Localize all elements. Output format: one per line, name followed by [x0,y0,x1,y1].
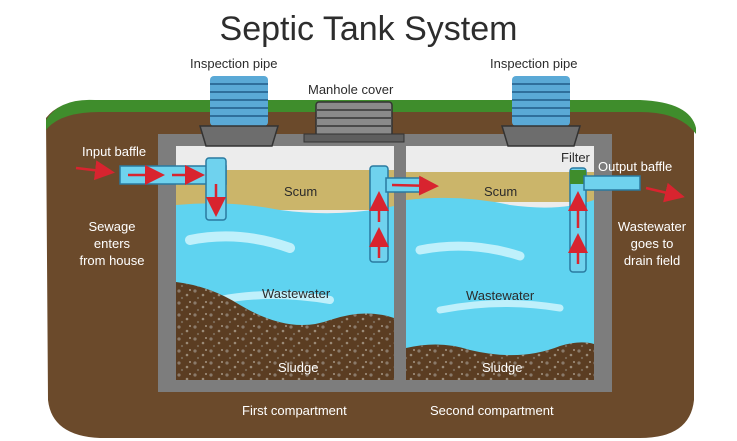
inspection-pipe-left [198,76,280,147]
label-second-compartment: Second compartment [430,403,554,418]
diagram-title: Septic Tank System [219,10,518,48]
label-wastewater-goes-line-2: goes to [630,236,674,251]
label-wastewater-left: Wastewater [262,286,331,301]
flow-arrows [75,160,685,264]
label-sludge-right: Sludge [482,360,523,375]
label-sludge-left: Sludge [278,360,319,375]
label-sewage-enters: Sewage enters from house [64,218,160,269]
label-sewage-line-3: from house [79,253,145,268]
label-input-baffle: Input baffle [82,144,147,159]
inspection-pipe-right [500,76,582,147]
label-sewage-line-1: Sewage [88,219,136,234]
label-scum-left: Scum [284,184,318,199]
label-wastewater-goes: Wastewater goes to drain field [604,218,700,269]
label-wastewater-right: Wastewater [466,288,535,303]
second-compartment-interior [406,146,594,380]
manhole-cover [303,101,405,143]
label-filter: Filter [561,150,590,165]
label-wastewater-goes-line-1: Wastewater [617,219,687,234]
arrow-inflow-1 [75,160,115,181]
label-inspection-pipe-left: Inspection pipe [190,56,278,71]
label-output-baffle: Output baffle [598,159,673,174]
label-first-compartment: First compartment [242,403,347,418]
label-sewage-line-2: enters [93,236,131,251]
label-inspection-pipe-right: Inspection pipe [490,56,578,71]
label-scum-right: Scum [484,184,518,199]
label-wastewater-goes-line-3: drain field [623,253,681,268]
divider-wall [394,146,406,380]
label-manhole-cover: Manhole cover [308,82,394,97]
arrow-outflow [645,182,685,203]
arrow-mid-right [391,175,439,196]
